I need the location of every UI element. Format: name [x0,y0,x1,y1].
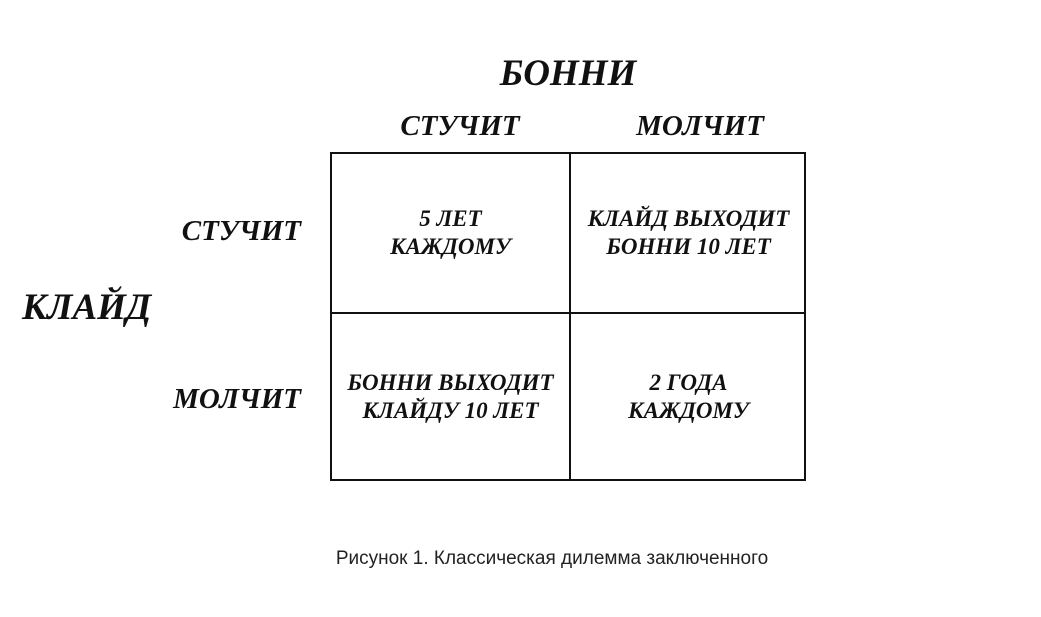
cell-line: 2 ГОДА [649,369,728,395]
cell-line: 5 ЛЕТ [419,206,482,231]
cell-line: БОННИ 10 ЛЕТ [606,234,771,259]
payoff-matrix: 5 ЛЕТ КАЖДОМУ КЛАЙД ВЫХОДИТ БОННИ 10 ЛЕТ… [330,152,806,481]
cell-both-betray: 5 ЛЕТ КАЖДОМУ [332,154,569,312]
figure-caption: Рисунок 1. Классическая дилемма заключен… [335,548,769,569]
cell-clyde-betrays: КЛАЙД ВЫХОДИТ БОННИ 10 ЛЕТ [571,154,806,312]
row-header-betray: СТУЧИТ [181,215,301,247]
cell-line: КЛАЙД ВЫХОДИТ [587,206,790,231]
player-bonnie-label: БОННИ [499,53,637,94]
column-header-betray: СТУЧИТ [400,110,520,142]
cell-line: КЛАЙДУ 10 ЛЕТ [362,397,539,423]
cell-line: КАЖДОМУ [628,397,749,423]
row-header-silent: МОЛЧИТ [173,383,301,415]
cell-bonnie-betrays: БОННИ ВЫХОДИТ КЛАЙДУ 10 ЛЕТ [332,314,569,479]
cell-line: КАЖДОМУ [390,234,511,259]
cell-line: БОННИ ВЫХОДИТ [347,369,554,395]
grid-divider-vertical [569,154,571,479]
cell-both-silent: 2 ГОДА КАЖДОМУ [571,314,806,479]
grid-divider-horizontal [332,312,804,314]
player-clyde-label: КЛАЙД [22,287,152,328]
column-header-silent: МОЛЧИТ [636,110,764,142]
